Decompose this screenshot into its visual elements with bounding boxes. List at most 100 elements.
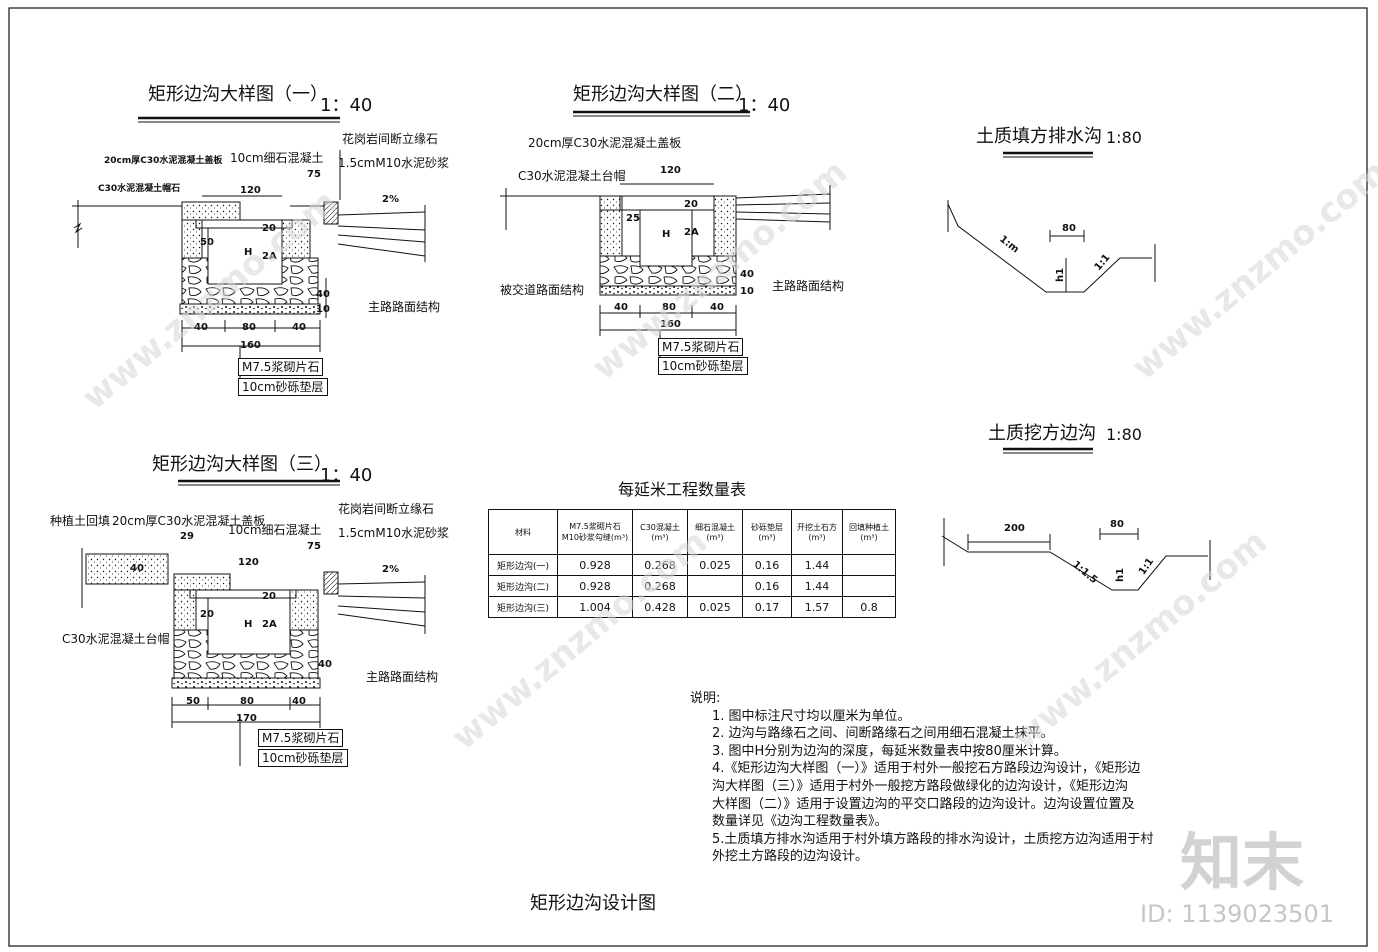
detail2-title: 矩形边沟大样图（二）: [573, 84, 753, 105]
cut-ditch-scale: 1:80: [1106, 425, 1142, 444]
quantity-col-header: C30混凝土 (m³): [632, 509, 688, 555]
table-cell: 0.268: [632, 554, 688, 576]
table-row: 矩形边沟(三) 1.004 0.428 0.025 0.17 1.57 0.8: [488, 596, 896, 618]
detail1-kerb-label: 花岗岩间断立缘石: [342, 132, 439, 146]
fill-ditch-dim-80: 80: [1062, 223, 1076, 234]
fill-ditch-dim-h1: h1: [1055, 267, 1067, 283]
detail3-cushion-label: 10cm砂砾垫层: [258, 749, 348, 767]
notes-block: 说明: 1. 图中标注尺寸均以厘米为单位。 2. 边沟与路缘石之间、间断路缘石之…: [690, 690, 1153, 866]
quantity-col-header: M7.5浆砌片石 M10砂浆勾缝(m³): [557, 509, 633, 555]
table-cell: [687, 575, 743, 597]
detail3-fine-label: 10cm细石混凝土: [228, 523, 322, 537]
detail2-dim-80: 80: [662, 302, 676, 313]
detail1-dim-40v: 40: [316, 289, 330, 300]
detail2-dim-20: 20: [684, 199, 698, 210]
fill-ditch-title: 土质填方排水沟: [976, 126, 1102, 147]
detail1-road-label: 主路路面结构: [368, 300, 441, 314]
detail3-dim-40b: 40: [292, 696, 306, 707]
detail3-masonry-label: M7.5浆砌片石: [258, 729, 344, 747]
detail3-dim-20a: 20: [200, 609, 214, 620]
notes-heading: 说明:: [690, 691, 721, 706]
table-cell: 0.8: [842, 596, 896, 618]
note-line: 3. 图中H分别为边沟的深度，每延米数量表中按80厘米计算。: [712, 743, 1067, 759]
fill-ditch-drawing: [947, 151, 1156, 293]
detail1-cover-label: 20cm厚C30水泥混凝土盖板: [104, 156, 223, 166]
table-cell: 1.57: [791, 596, 843, 618]
watermark-logo: 知末: [1180, 826, 1305, 899]
detail3-dim-170: 170: [236, 713, 257, 724]
detail2-dim-25: 25: [626, 213, 640, 224]
detail3-scale: 1：40: [320, 465, 373, 486]
detail3-kerb-label: 花岗岩间断立缘石: [338, 502, 435, 516]
detail2-dim-h: H: [662, 229, 671, 240]
table-cell: [842, 575, 896, 597]
note-line: 外挖土方路段的边沟设计。: [712, 849, 869, 865]
table-cell: 0.928: [557, 554, 633, 576]
detail3-fill-label: 种植土回填: [50, 514, 111, 528]
detail3-dim-80: 80: [240, 696, 254, 707]
detail1-dim-10: 10: [316, 304, 330, 315]
detail3-dim-40v: 40: [318, 659, 332, 670]
cut-ditch-drawing: [941, 447, 1211, 591]
table-cell: 1.004: [557, 596, 633, 618]
detail2-cross-road-label: 被交道路面结构: [500, 283, 585, 297]
note-line: 1. 图中标注尺寸均以厘米为单位。: [712, 708, 911, 724]
detail1-masonry-label: M7.5浆砌片石: [238, 358, 324, 376]
detail3-dim-2a: 2A: [262, 619, 277, 630]
table-cell: 1.44: [791, 575, 843, 597]
detail1-dim-slope: 2%: [382, 194, 399, 205]
note-line: 大样图（二）》适用于设置边沟的平交口路段的边沟设计。边沟设置位置及: [712, 796, 1135, 812]
detail2-cushion-label: 10cm砂砾垫层: [658, 357, 748, 375]
detail1-dim-75: 75: [307, 169, 321, 180]
table-cell: [842, 554, 896, 576]
detail2-drawing: [500, 110, 831, 372]
detail1-dim-160: 160: [240, 340, 261, 351]
table-cell: 矩形边沟(一): [488, 554, 558, 576]
detail3-dim-h: H: [244, 619, 253, 630]
detail1-cushion-label: 10cm砂砾垫层: [238, 378, 328, 396]
detail2-scale: 1：40: [738, 95, 791, 116]
table-cell: 0.16: [742, 554, 792, 576]
detail3-base-label: C30水泥混凝土台帽: [62, 632, 170, 646]
detail2-dim-120: 120: [660, 165, 681, 176]
cut-ditch-title: 土质挖方边沟: [988, 423, 1096, 444]
detail3-dim-slope: 2%: [382, 564, 399, 575]
detail1-title: 矩形边沟大样图（一）: [148, 84, 328, 105]
table-cell: 矩形边沟(二): [488, 575, 558, 597]
detail1-drawing: [72, 116, 426, 395]
detail3-drawing: [81, 479, 426, 766]
table-cell: 矩形边沟(三): [488, 596, 558, 618]
detail1-cap-label: C30水泥混凝土帽石: [98, 184, 181, 194]
table-cell: 0.428: [632, 596, 688, 618]
detail2-dim-40b: 40: [710, 302, 724, 313]
quantity-col-header: 开挖土石方 (m³): [791, 509, 843, 555]
detail2-dim-40v: 40: [740, 269, 754, 280]
detail1-dim-40a: 40: [194, 322, 208, 333]
quantity-col-header: 材料: [488, 509, 558, 555]
detail3-dim-75: 75: [307, 541, 321, 552]
note-line: 5.土质填方排水沟适用于村外填方路段的排水沟设计，土质挖方边沟适用于村: [712, 831, 1154, 847]
quantity-table-header-row: 材料 M7.5浆砌片石 M10砂浆勾缝(m³) C30混凝土 (m³) 细石混凝…: [488, 509, 896, 555]
detail1-dim-120: 120: [240, 185, 261, 196]
detail1-fine-label: 10cm细石混凝土: [230, 151, 324, 165]
table-cell: 0.928: [557, 575, 633, 597]
sheet-border: [8, 7, 1368, 947]
note-line: 数量详见《边沟工程数量表》。: [712, 814, 888, 830]
quantity-table-title: 每延米工程数量表: [618, 480, 747, 499]
table-row: 矩形边沟(一) 0.928 0.268 0.025 0.16 1.44: [488, 554, 896, 576]
detail3-cover-label: 20cm厚C30水泥混凝土盖板: [112, 514, 266, 528]
detail1-scale: 1：40: [320, 95, 373, 116]
detail3-dim-29: 29: [180, 531, 194, 542]
detail1-mortar-label: 1.5cmM10水泥砂浆: [338, 156, 449, 170]
detail2-dim-10: 10: [740, 286, 754, 297]
detail2-masonry-label: M7.5浆砌片石: [658, 338, 744, 356]
detail2-dim-160: 160: [660, 319, 681, 330]
cut-ditch-dim-h1: h1: [1115, 567, 1127, 583]
quantity-table: 材料 M7.5浆砌片石 M10砂浆勾缝(m³) C30混凝土 (m³) 细石混凝…: [488, 509, 896, 618]
quantity-col-header: 回填种植土 (m³): [842, 509, 896, 555]
sheet-title: 矩形边沟设计图: [530, 893, 656, 914]
detail1-dim-40b: 40: [292, 322, 306, 333]
watermark-id: ID: 1139023501: [1140, 900, 1334, 928]
cut-ditch-dim-80: 80: [1110, 519, 1124, 530]
detail3-dim-20b: 20: [262, 591, 276, 602]
